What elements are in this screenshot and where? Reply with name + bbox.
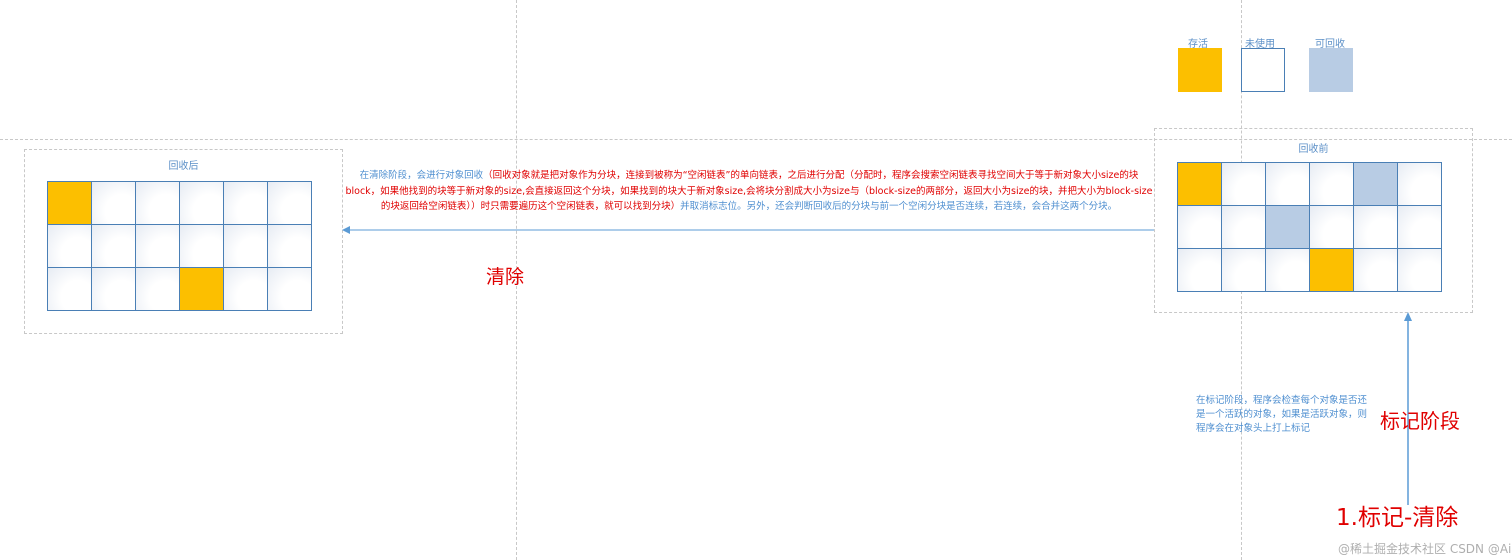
mark-description: 在标记阶段，程序会检查每个对象是否还是一个活跃的对象，如果是活跃对象，则程序会在…	[1196, 395, 1368, 434]
memory-block-empty	[1354, 206, 1398, 249]
memory-block-empty	[268, 225, 312, 268]
memory-block-empty	[1398, 206, 1442, 249]
before-gc-box: 回收前	[1154, 128, 1473, 313]
before-gc-grid	[1177, 162, 1442, 292]
mark-label: 标记阶段	[1380, 409, 1460, 433]
memory-block-empty	[92, 225, 136, 268]
memory-block-empty	[48, 268, 92, 311]
memory-block-live	[1178, 163, 1222, 206]
memory-block-empty	[268, 268, 312, 311]
memory-block-empty	[224, 268, 268, 311]
memory-block-recl	[1266, 206, 1310, 249]
memory-block-empty	[1310, 206, 1354, 249]
memory-block-empty	[1266, 249, 1310, 292]
legend-swatch-empty	[1241, 48, 1285, 92]
memory-block-empty	[1398, 249, 1442, 292]
guide-line	[0, 139, 1512, 140]
memory-block-empty	[48, 225, 92, 268]
memory-block-recl	[1354, 163, 1398, 206]
memory-block-empty	[1398, 163, 1442, 206]
memory-block-empty	[1222, 249, 1266, 292]
guide-line	[516, 0, 517, 560]
legend-label: 未使用	[1245, 39, 1275, 50]
after-gc-grid	[47, 181, 312, 311]
memory-block-empty	[1178, 249, 1222, 292]
memory-block-empty	[224, 225, 268, 268]
memory-block-empty	[92, 182, 136, 225]
watermark: @稀土掘金技术社区 CSDN @AiminminHu	[1338, 542, 1512, 556]
legend-label: 存活	[1188, 39, 1208, 50]
memory-block-empty	[92, 268, 136, 311]
after-gc-title: 回收后	[168, 161, 199, 172]
mark-arrow-head	[1404, 312, 1412, 321]
caption: 1.标记-清除	[1336, 505, 1459, 531]
memory-block-live	[180, 268, 224, 311]
memory-block-empty	[180, 182, 224, 225]
memory-block-empty	[268, 182, 312, 225]
memory-block-empty	[1266, 163, 1310, 206]
after-gc-box: 回收后	[24, 149, 343, 334]
sweep-desc-part: 并取消标志位。另外，还会判断回收后的分块与前一个空闲分块是否连续，若连续，会合并…	[680, 201, 1118, 212]
legend-swatch-live	[1178, 48, 1222, 92]
memory-block-empty	[136, 268, 180, 311]
memory-block-empty	[1178, 206, 1222, 249]
sweep-desc-part: 在清除阶段，会进行对象回收	[359, 170, 484, 181]
legend-swatch-recl	[1309, 48, 1353, 92]
memory-block-empty	[1222, 206, 1266, 249]
sweep-desc-part: （回收对象就是把对象作为分块，连接到被称为“空闲链表”的单向链表，之后进行分配（…	[345, 170, 1153, 212]
memory-block-live	[1310, 249, 1354, 292]
memory-block-live	[48, 182, 92, 225]
sweep-arrow-head	[342, 226, 350, 234]
memory-block-empty	[136, 182, 180, 225]
memory-block-empty	[224, 182, 268, 225]
memory-block-empty	[1354, 249, 1398, 292]
sweep-label: 清除	[486, 266, 525, 288]
memory-block-empty	[180, 225, 224, 268]
before-gc-title: 回收前	[1298, 144, 1329, 155]
sweep-description: 在清除阶段，会进行对象回收（回收对象就是把对象作为分块，连接到被称为“空闲链表”…	[345, 168, 1153, 215]
memory-block-empty	[1222, 163, 1266, 206]
legend-label: 可回收	[1315, 39, 1345, 50]
memory-block-empty	[1310, 163, 1354, 206]
memory-block-empty	[136, 225, 180, 268]
